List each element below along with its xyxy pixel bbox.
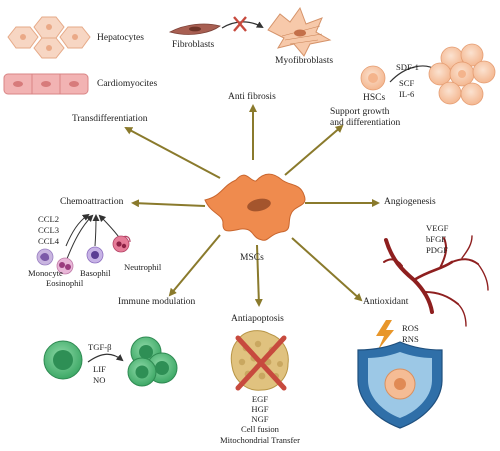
cell-label-neutrophil: Neutrophil [124, 262, 162, 272]
effect-label-angiogenesis: Angiogenesis [384, 197, 436, 207]
immune-cell-cluster-icon [127, 336, 178, 387]
factor-ccl3: CCL3 [38, 225, 60, 235]
factor-ros: ROS [402, 323, 419, 333]
factor-bfgf: bFGF [426, 234, 447, 244]
cell-label-monocyte: Monocyte [28, 268, 63, 278]
immune-signal-arrow [87, 353, 124, 363]
factor-ccl4: CCL4 [38, 236, 60, 246]
factor-pdgf: PDGF [426, 245, 448, 255]
hsc-icon [360, 65, 386, 91]
factor-cell-fusion: Cell fusion [241, 424, 279, 434]
cardiomyocytes-icon [3, 73, 89, 95]
effect-label-chemoattraction: Chemoattraction [60, 197, 124, 207]
cell-label-fibroblasts: Fibroblasts [172, 40, 215, 50]
factor-egf: EGF [251, 394, 269, 404]
monocyte-icon [36, 248, 54, 266]
factor-ngf: NGF [251, 414, 269, 424]
cell-label-eosinophil: Eosinophil [46, 278, 84, 288]
arrow-immune-modulation [168, 234, 221, 297]
hepatocytes-icon [7, 16, 91, 59]
arrow-chemoattraction [131, 199, 206, 208]
effect-label-immune-modulation: Immune modulation [118, 297, 196, 307]
effect-label-antioxidant: Antioxidant [363, 297, 409, 307]
effect-arrows [124, 104, 380, 307]
factor-mitochondrial-transfer: Mitochondrial Transfer [220, 435, 300, 445]
effect-label-anti-fibrosis: Anti fibrosis [228, 92, 276, 102]
neutrophil-icon [112, 235, 131, 253]
factor-vegf: VEGF [426, 223, 449, 233]
factor-scf: SCF [399, 78, 415, 88]
effect-label-support-2: and differentiation [330, 118, 401, 128]
cross-icon [235, 335, 287, 391]
effect-label-antiapoptosis: Antiapoptosis [231, 314, 284, 324]
immune-cell-icon [43, 340, 83, 380]
factor-il6: IL-6 [399, 89, 415, 99]
factor-ccl2: CCL2 [38, 214, 60, 224]
inhibited-arrow-icon [221, 16, 264, 32]
factor-hgf: HGF [251, 404, 269, 414]
effect-label-support-1: Support growth [330, 107, 390, 117]
hsc-cluster-icon [428, 43, 496, 106]
basophil-icon [86, 246, 104, 264]
cell-label-hepatocytes: Hepatocytes [97, 33, 144, 43]
factor-no: NO [93, 375, 106, 385]
cell-label-hscs: HSCs [363, 93, 386, 103]
arrow-support-growth [284, 124, 344, 176]
factor-lif: LIF [93, 364, 106, 374]
arrow-transdifferentiation [124, 127, 221, 179]
msc-cell-icon [204, 173, 306, 241]
effect-label-transdifferentiation: Transdifferentiation [72, 114, 148, 124]
factor-sdf1: SDF-1 [396, 62, 419, 72]
factor-rns: RNS [402, 334, 419, 344]
cell-label-cardiomyocytes: Cardiomyocites [97, 79, 158, 89]
myofibroblast-icon [267, 6, 332, 57]
arrow-antiapoptosis [254, 244, 263, 307]
factor-tgf-beta: TGF-β [88, 342, 112, 352]
fibroblast-icon [168, 23, 221, 35]
arrow-antioxidant [291, 237, 363, 302]
center-label: MSCs [240, 253, 264, 263]
eosinophil-icon [56, 257, 74, 275]
shield-icon [357, 341, 443, 429]
cell-label-myofibroblasts: Myofibroblasts [275, 56, 334, 66]
blood-vessel-icon [383, 235, 489, 327]
lightning-icon [376, 320, 394, 350]
cell-label-basophil: Basophil [80, 268, 111, 278]
